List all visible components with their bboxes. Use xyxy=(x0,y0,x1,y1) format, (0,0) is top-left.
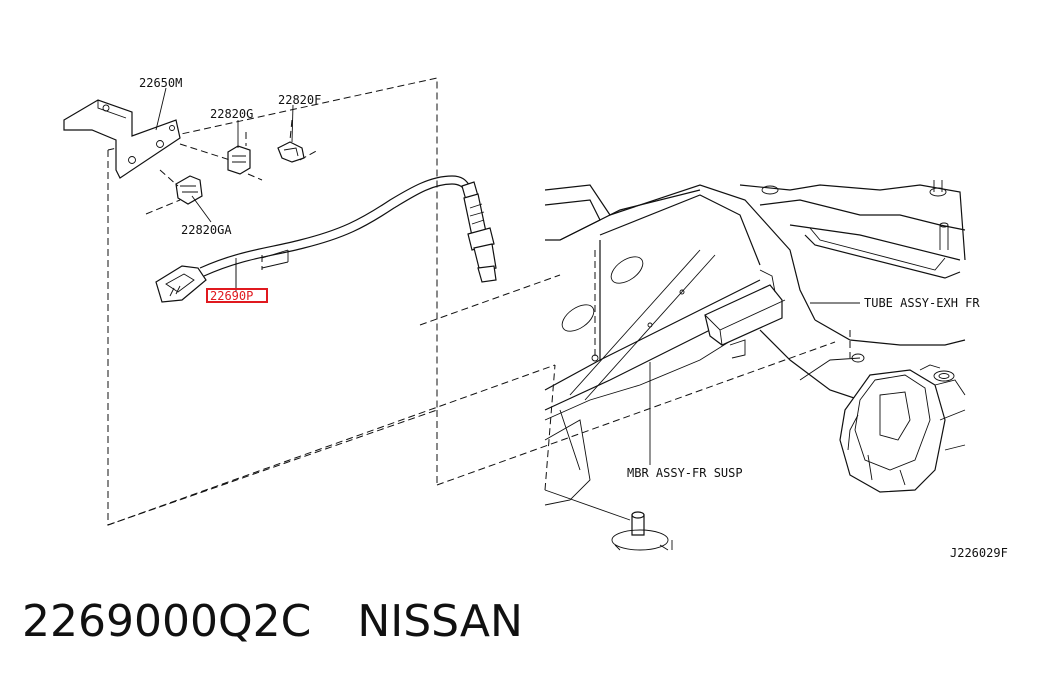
caption: 2269000Q2C NISSAN xyxy=(22,596,569,647)
brand-name: NISSAN xyxy=(357,596,523,647)
label-mbr-assy-fr-susp[interactable]: MBR ASSY-FR SUSP xyxy=(627,466,743,480)
parts-diagram: 22650M 22820F 22820G 22820GA 22690P TUBE… xyxy=(63,76,1008,560)
oxygen-sensor-22690p-drawing xyxy=(155,175,497,303)
label-22820ga[interactable]: 22820GA xyxy=(181,223,232,237)
exploded-view-frame xyxy=(107,77,851,526)
label-22690p[interactable]: 22690P xyxy=(210,289,253,303)
clip-22820ga-drawing xyxy=(145,169,203,215)
bracket-22650m-drawing xyxy=(63,99,181,179)
label-22820g[interactable]: 22820G xyxy=(210,107,253,121)
label-tube-assy-exh-fr[interactable]: TUBE ASSY-EXH FR xyxy=(864,296,980,310)
highlight-box xyxy=(206,288,268,303)
label-22820f[interactable]: 22820F xyxy=(278,93,321,107)
label-22650m[interactable]: 22650M xyxy=(139,76,182,90)
diagram-id: J226029F xyxy=(950,546,1008,560)
clip-22820f-drawing xyxy=(277,119,319,163)
suspension-assembly-drawing xyxy=(544,180,966,551)
leader-lines xyxy=(155,87,860,465)
labels: 22650M 22820F 22820G 22820GA 22690P TUBE… xyxy=(139,76,1008,560)
part-number: 2269000Q2C xyxy=(22,596,312,647)
clip-22820g-drawing xyxy=(179,132,263,181)
